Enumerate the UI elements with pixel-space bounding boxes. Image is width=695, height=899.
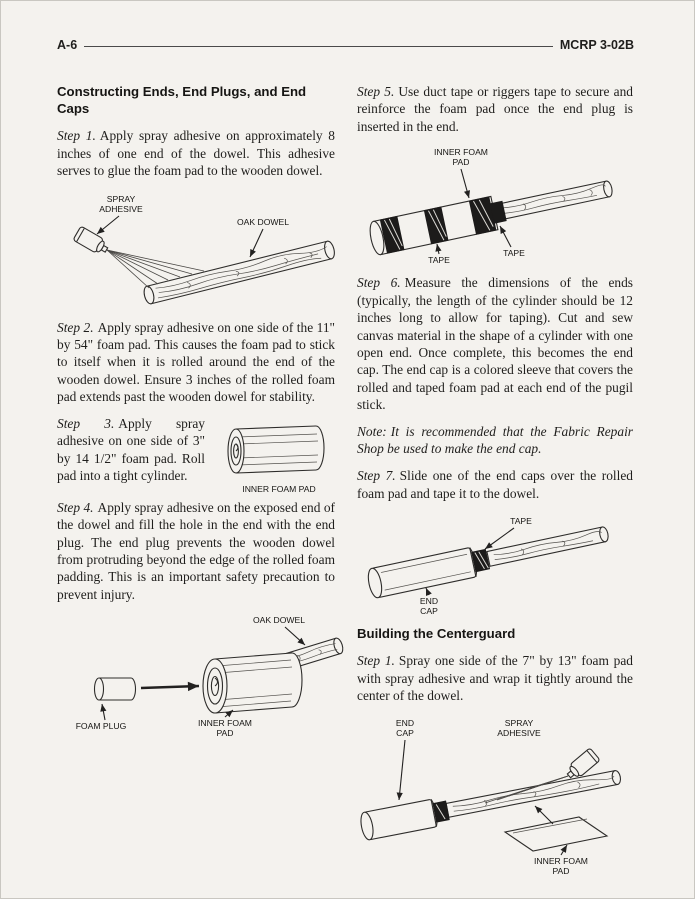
right-column: Step 5.Use duct tape or riggers tape to … bbox=[357, 83, 633, 884]
step-1-text: Apply spray adhesive on approximately 8 … bbox=[57, 128, 335, 179]
step-5-text: Use duct tape or riggers tape to secure … bbox=[357, 84, 633, 134]
note-paragraph: Note:It is recommended that the Fabric R… bbox=[357, 423, 633, 458]
step-1-paragraph: Step 1.Apply spray adhesive on approxima… bbox=[57, 127, 335, 179]
spray-adhesive-label-line1: SPRAY bbox=[107, 194, 136, 204]
step-6-text: Measure the dimensions of the ends (typi… bbox=[357, 275, 634, 413]
step-3-paragraph: INNER FOAM PAD Step 3.Apply spray adhesi… bbox=[57, 415, 335, 494]
step-4-label: Step 4. bbox=[57, 499, 94, 515]
inner-foam-pad-label-line2: PAD bbox=[216, 728, 233, 738]
step-2-label: Step 2. bbox=[57, 319, 94, 335]
end-cap-label-line1: END bbox=[420, 596, 438, 606]
figure-taped-end: INNER FOAM PAD TAPE TAPE bbox=[369, 147, 613, 265]
centerguard-step-1-paragraph: Step 1.Spray one side of the 7" by 13" f… bbox=[357, 652, 633, 704]
taped-assembly-graphic bbox=[369, 180, 613, 256]
centerguard-step-1-label: Step 1. bbox=[357, 653, 395, 669]
step-4-paragraph: Step 4.Apply spray adhesive on the expos… bbox=[57, 499, 335, 604]
inner-foam-pad-label-line2: PAD bbox=[552, 866, 569, 876]
inner-foam-pad-label: INNER FOAM PAD bbox=[242, 484, 315, 494]
step-7-label: Step 7. bbox=[357, 468, 396, 484]
section-heading-ends: Constructing Ends, End Plugs, and End Ca… bbox=[57, 84, 307, 117]
document-number: MCRP 3-02B bbox=[559, 38, 634, 52]
spray-lines bbox=[484, 775, 569, 804]
figure-centerguard-spray: END CAP SPRAY ADHESIVE INNER FOAM PAD bbox=[360, 718, 622, 876]
spray-can-icon bbox=[73, 226, 109, 253]
foam-sheet-graphic bbox=[503, 816, 609, 852]
figure-spray-dowel: SPRAY ADHESIVE OAK DOWEL bbox=[73, 194, 335, 304]
step-2-paragraph: Step 2.Apply spray adhesive on one side … bbox=[57, 319, 335, 406]
end-cap-assembly-graphic bbox=[367, 526, 609, 599]
step-6-label: Step 6. bbox=[357, 275, 401, 291]
figure-end-cap: TAPE END CAP bbox=[367, 516, 609, 616]
left-column: Constructing Ends, End Plugs, and End Ca… bbox=[57, 83, 344, 748]
inner-foam-pad-label-line1: INNER FOAM bbox=[434, 147, 488, 157]
oak-dowel-label: OAK DOWEL bbox=[237, 217, 289, 227]
figure-foam-plug-assembly: OAK DOWEL FOAM PLUG INNER FOAM PAD bbox=[76, 615, 344, 738]
oak-dowel-graphic bbox=[143, 240, 335, 304]
inner-foam-pad-label-line2: PAD bbox=[452, 157, 469, 167]
step-6-paragraph: Step 6.Measure the dimensions of the end… bbox=[357, 274, 633, 413]
spray-adhesive-label-line2: ADHESIVE bbox=[497, 728, 541, 738]
inner-foam-pad-graphic bbox=[202, 652, 303, 714]
oak-dowel-label: OAK DOWEL bbox=[253, 615, 305, 625]
end-cap-label-line2: CAP bbox=[420, 606, 438, 616]
leader-arrow bbox=[398, 739, 406, 800]
section-heading-centerguard: Building the Centerguard bbox=[357, 626, 516, 642]
step-5-paragraph: Step 5.Use duct tape or riggers tape to … bbox=[357, 83, 633, 135]
step-7-text: Slide one of the end caps over the rolle… bbox=[357, 468, 633, 501]
header-rule bbox=[84, 45, 553, 47]
foam-plug-graphic bbox=[93, 677, 137, 701]
spray-adhesive-label-line2: ADHESIVE bbox=[99, 204, 143, 214]
step-3-text: Apply spray adhesive on one side of 3" b… bbox=[57, 415, 205, 483]
tape-label-1: TAPE bbox=[428, 255, 450, 265]
step-5-label: Step 5. bbox=[357, 84, 395, 99]
inner-foam-pad-label-line1: INNER FOAM bbox=[534, 856, 588, 866]
note-text: It is recommended that the Fabric Repair… bbox=[357, 423, 633, 457]
spray-can-icon bbox=[566, 748, 600, 779]
step-4-text: Apply spray adhesive on the exposed end … bbox=[57, 499, 335, 602]
end-cap-label-line2: CAP bbox=[396, 728, 414, 738]
step-1-label: Step 1. bbox=[57, 128, 96, 144]
page-number: A-6 bbox=[57, 38, 78, 52]
page-header: A-6 MCRP 3-02B bbox=[57, 37, 634, 53]
foam-plug-label: FOAM PLUG bbox=[76, 721, 127, 731]
inner-foam-pad-label-line1: INNER FOAM bbox=[198, 718, 252, 728]
step-2-text: Apply spray adhesive on one side of the … bbox=[57, 319, 335, 405]
step-3-label: Step 3. bbox=[57, 415, 115, 431]
spray-adhesive-label-line1: SPRAY bbox=[505, 718, 534, 728]
step-7-paragraph: Step 7.Slide one of the end caps over th… bbox=[357, 467, 633, 502]
note-label: Note: bbox=[357, 423, 387, 439]
end-cap-label-line1: END bbox=[396, 718, 414, 728]
spray-lines bbox=[106, 249, 205, 288]
centerguard-step-1-text: Spray one side of the 7" by 13" foam pad… bbox=[357, 653, 633, 704]
stick-graphic bbox=[360, 769, 622, 841]
figure-rolled-pad: INNER FOAM PAD bbox=[227, 425, 325, 494]
tape-label-2: TAPE bbox=[503, 248, 525, 258]
tape-label: TAPE bbox=[510, 516, 532, 526]
